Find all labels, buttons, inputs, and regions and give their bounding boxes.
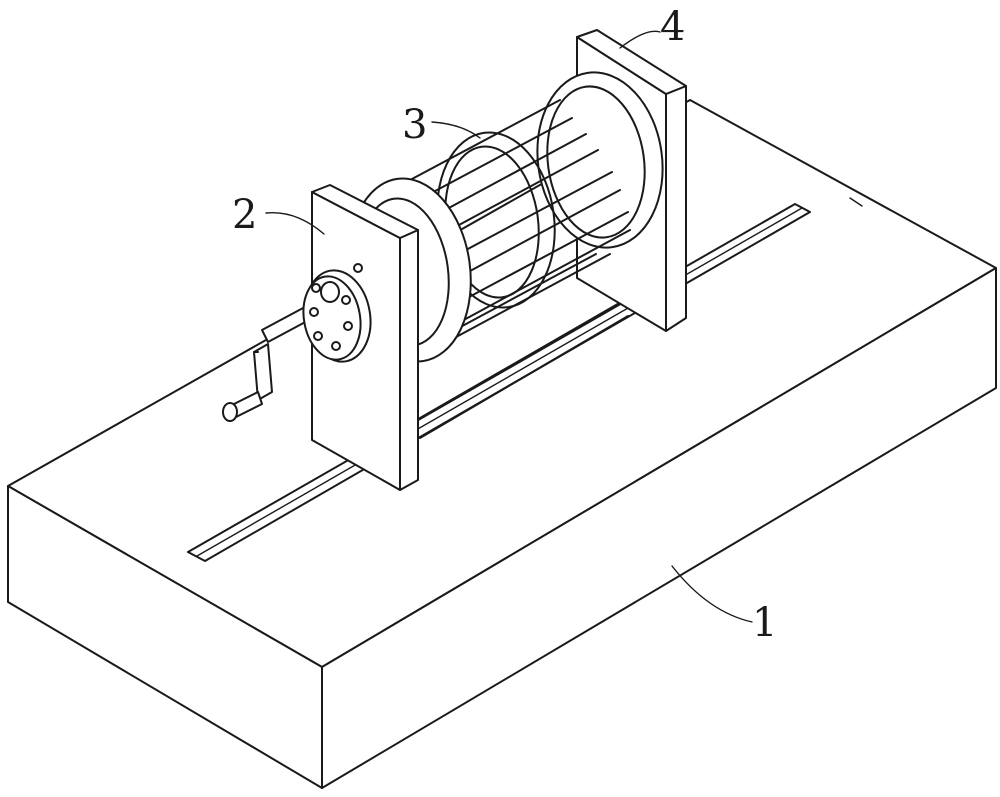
crank-arm <box>253 343 273 401</box>
cage-rod <box>455 211 629 305</box>
bolt-hole <box>343 321 353 331</box>
rear-plate-side <box>665 85 687 332</box>
leader-line-4 <box>619 30 661 49</box>
callout-label-3: 3 <box>402 102 427 148</box>
rail-line-bottom <box>419 315 629 439</box>
bolt-hole <box>313 331 323 341</box>
base-block <box>7 99 997 789</box>
guide-rail <box>419 297 629 439</box>
leader-line-1 <box>671 565 753 623</box>
rear-flange-inner <box>546 85 646 239</box>
bolt-hole <box>311 283 321 293</box>
leader-line-2 <box>265 211 325 235</box>
cage-rod <box>445 189 621 285</box>
flange-hub <box>320 281 340 303</box>
crank-handle-end <box>222 402 238 422</box>
base-edge-mark <box>849 197 863 207</box>
callout-label-2: 2 <box>232 192 257 238</box>
rail-line-top <box>419 297 629 419</box>
bolt-hole <box>341 295 351 305</box>
pin-stub <box>353 263 363 273</box>
base-right-face <box>321 267 997 789</box>
front-plate-top <box>311 184 419 239</box>
flange-disc <box>302 263 372 363</box>
bolt-hole <box>309 307 319 317</box>
slot-inner-line <box>196 207 803 557</box>
leader-lines <box>265 30 753 623</box>
callout-labels: 1 2 3 4 <box>232 4 777 646</box>
bolt-hole <box>331 341 341 351</box>
leader-line-3 <box>431 121 481 139</box>
front-plate-side <box>399 229 419 491</box>
rear-plate-top <box>576 29 687 95</box>
callout-label-1: 1 <box>752 600 777 646</box>
callout-label-4: 4 <box>660 4 685 50</box>
